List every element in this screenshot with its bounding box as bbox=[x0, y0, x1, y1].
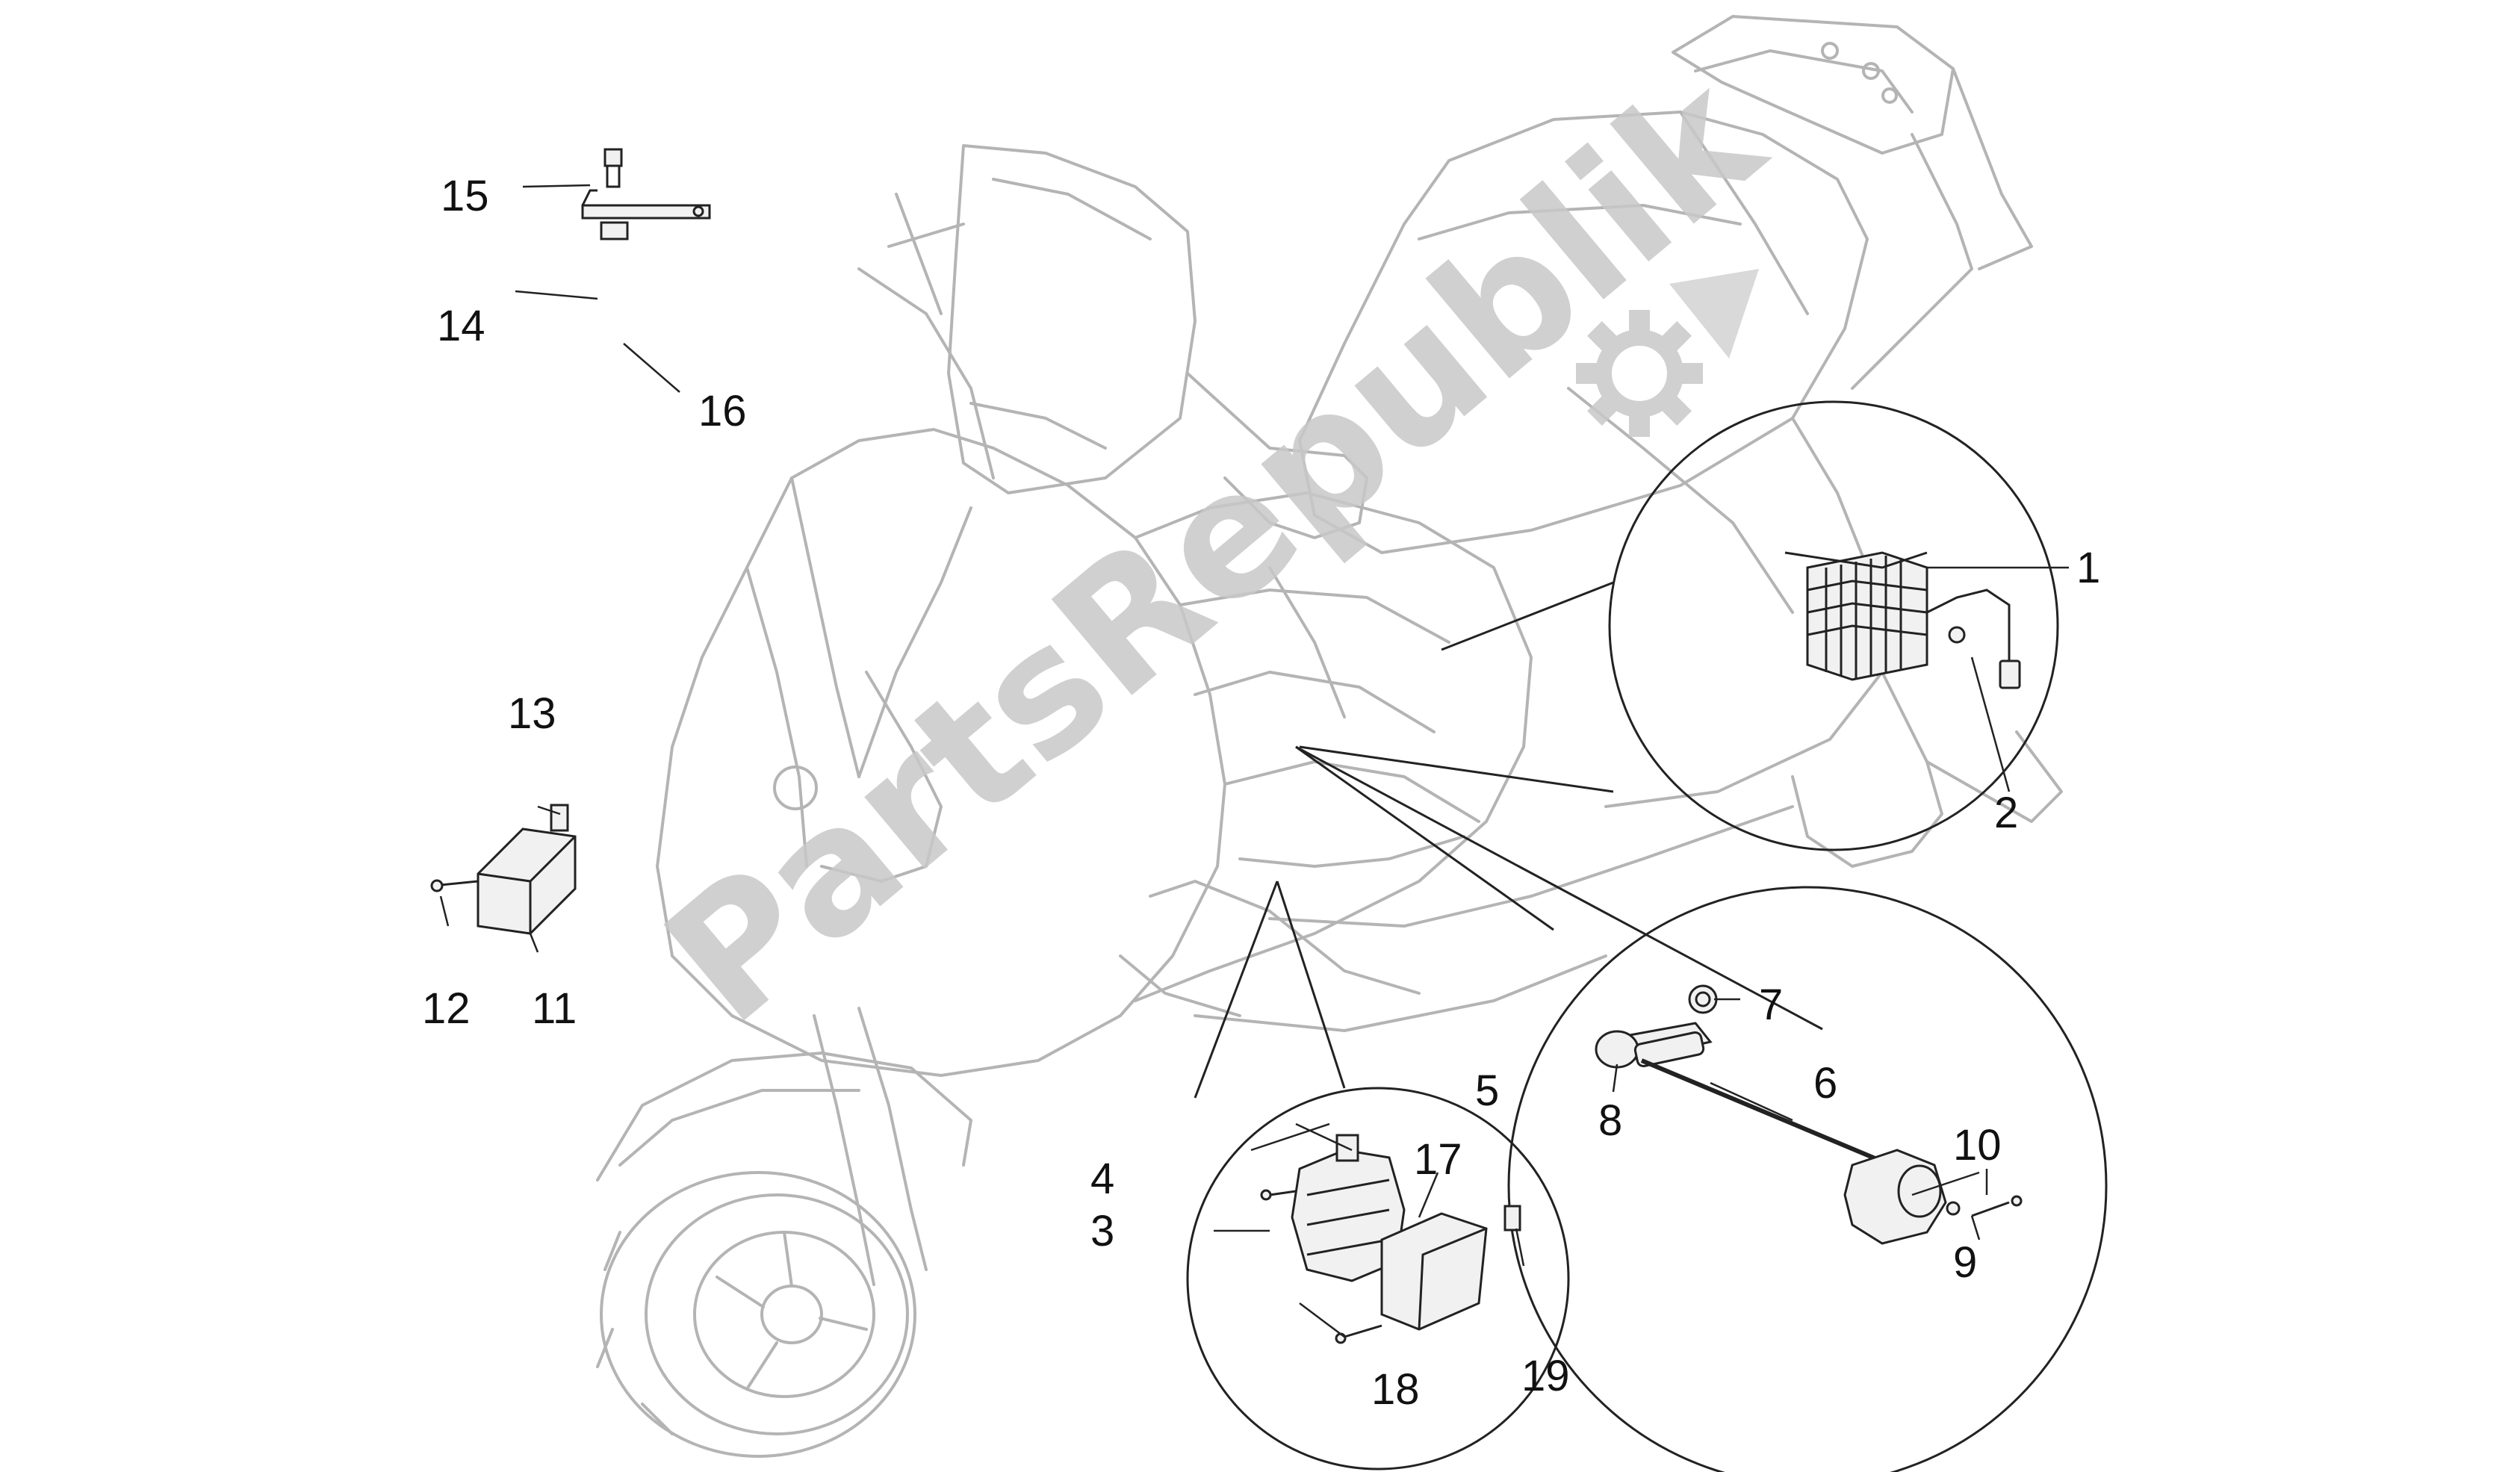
part-label-13: 13 bbox=[508, 689, 556, 738]
mounting-bracket-part bbox=[1335, 1205, 1521, 1344]
part-label-4: 4 bbox=[1090, 1155, 1114, 1203]
part-label-8: 8 bbox=[1598, 1096, 1622, 1145]
part-label-18: 18 bbox=[1371, 1365, 1420, 1414]
leader-lines bbox=[439, 184, 2069, 1338]
part-label-11: 11 bbox=[532, 984, 577, 1033]
part-label-3: 3 bbox=[1090, 1207, 1114, 1255]
part-label-2: 2 bbox=[1994, 789, 2018, 837]
small-bracket-part bbox=[581, 148, 711, 240]
part-label-16: 16 bbox=[698, 387, 747, 435]
scooter-outline bbox=[596, 15, 2063, 1458]
part-label-5: 5 bbox=[1475, 1066, 1499, 1115]
voltage-regulator-part bbox=[1784, 551, 2021, 689]
horn-part bbox=[1595, 984, 2023, 1245]
part-label-10: 10 bbox=[1953, 1121, 2002, 1170]
detail-circles bbox=[1186, 400, 2108, 1472]
detail-circle-ecu bbox=[1186, 1087, 1570, 1471]
part-label-17: 17 bbox=[1414, 1135, 1462, 1184]
detail-circle-regulator bbox=[1608, 400, 2059, 851]
detail-circle-horn bbox=[1507, 886, 2108, 1472]
part-label-6: 6 bbox=[1813, 1059, 1837, 1108]
part-label-12: 12 bbox=[422, 984, 471, 1033]
part-label-1: 1 bbox=[2076, 544, 2100, 592]
part-label-15: 15 bbox=[441, 172, 489, 220]
part-label-7: 7 bbox=[1759, 981, 1783, 1029]
relay-part bbox=[430, 804, 577, 935]
gear-logo-icon bbox=[1576, 269, 1759, 437]
part-labels: 1 2 3 4 5 6 7 8 9 10 11 12 13 14 15 16 1… bbox=[422, 172, 2100, 1414]
part-label-14: 14 bbox=[437, 302, 485, 350]
part-label-9: 9 bbox=[1953, 1238, 1977, 1287]
part-label-19: 19 bbox=[1521, 1352, 1570, 1400]
